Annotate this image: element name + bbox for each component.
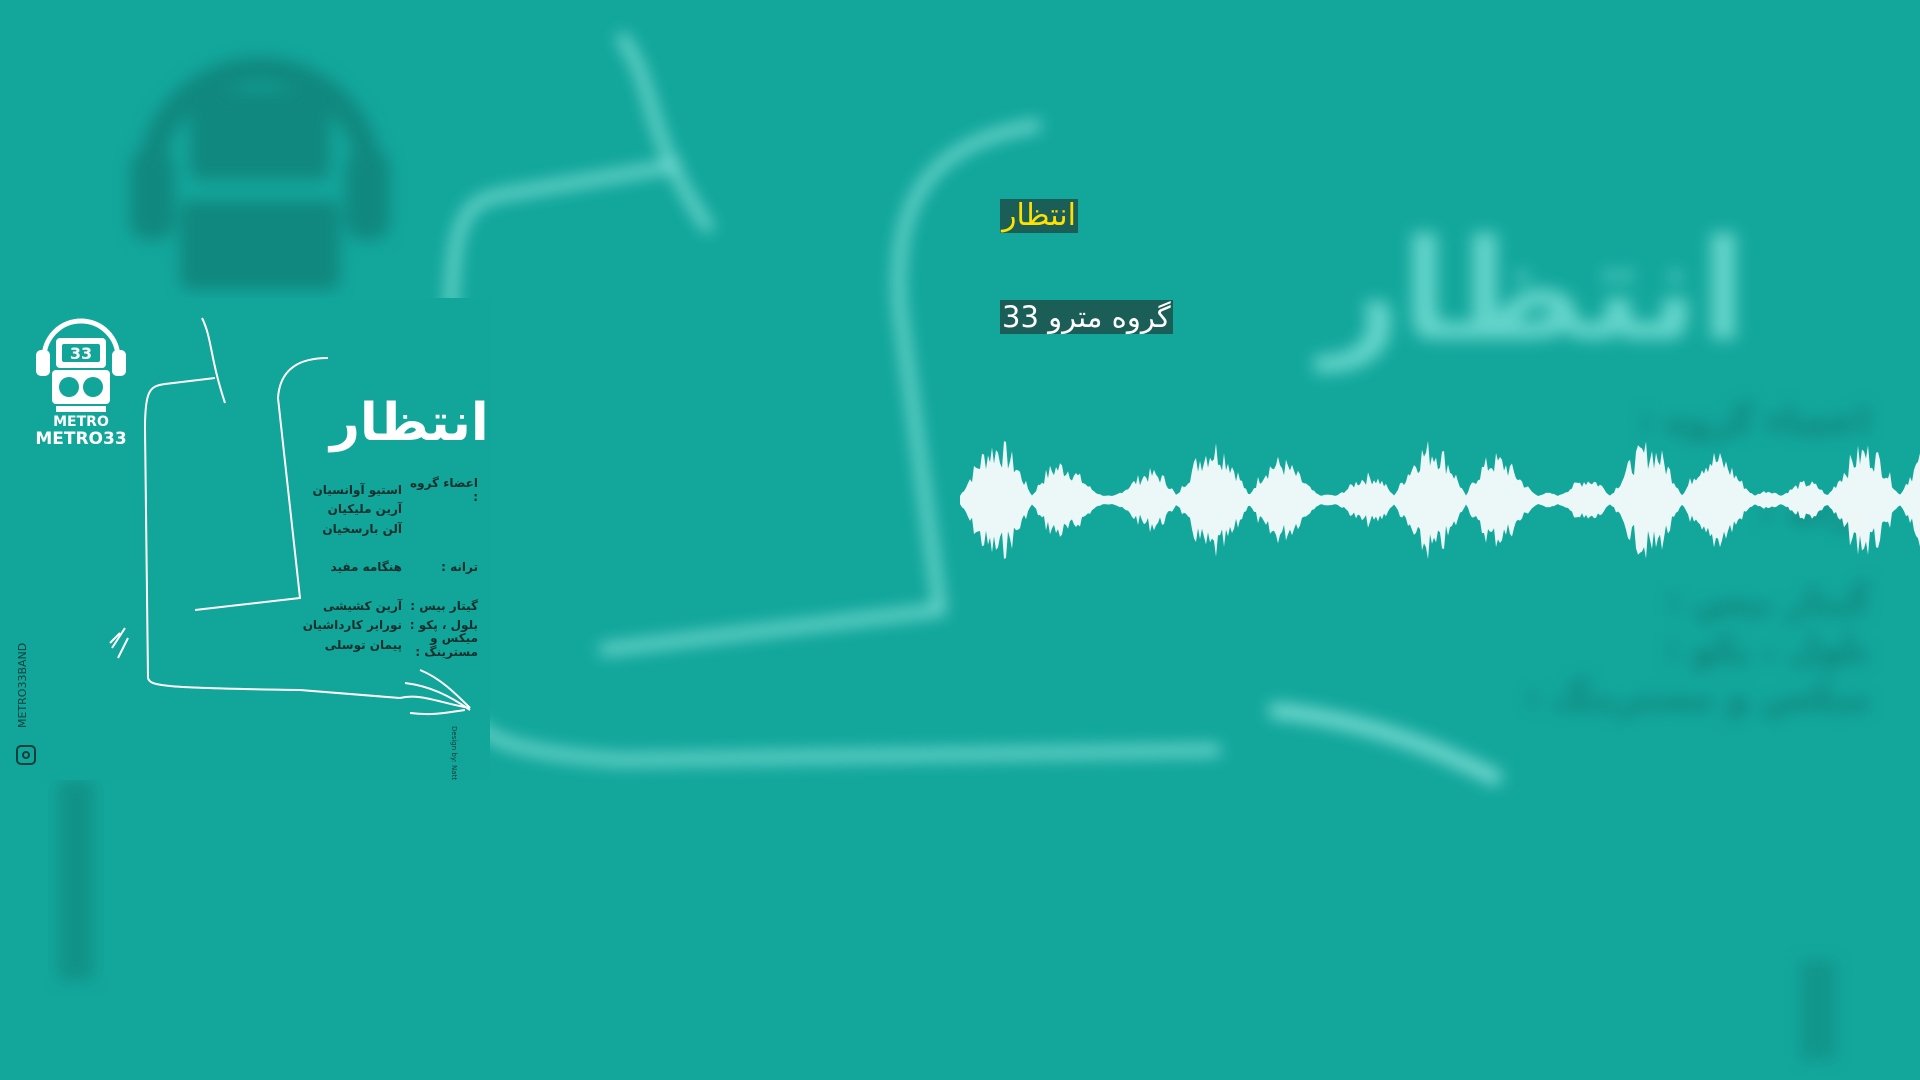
background-side-text — [58, 780, 94, 980]
credit-row: اعضاء گروه : استیو آوانسیان — [278, 476, 478, 504]
metro33-logo-icon: 33 METRO METRO33 — [35, 318, 127, 448]
credit-name: آلن بارسخیان — [322, 521, 402, 536]
cover-sketch-lines — [109, 317, 471, 716]
audio-waveform — [960, 440, 1920, 560]
credit-name: هنگامه مفید — [330, 560, 402, 575]
album-cover: 33 METRO METRO33 انتظار اعضاء گروه : است… — [0, 298, 490, 780]
credit-row: بلول ، پکو : نورایر کارداشیان — [278, 616, 478, 636]
design-credit: Design by: Nattie — [450, 726, 458, 780]
credit-row: ترانه : هنگامه مفید — [278, 558, 478, 578]
track-title: انتظار — [1000, 198, 1078, 233]
credit-row: آلن بارسخیان — [278, 519, 478, 539]
background-credits: اعضاء گروه : ترانه : گیتار بیس : بلول ، … — [1525, 401, 1870, 718]
instagram-icon — [16, 745, 36, 765]
credit-role: میکس و مسترینگ : — [415, 630, 478, 659]
waveform-path — [960, 440, 1920, 560]
credit-role: گیتار بیس : — [410, 598, 478, 613]
credit-row: آرین ملیکیان — [278, 500, 478, 520]
credit-role: ترانه : — [441, 560, 478, 575]
logo-text-top: METRO — [53, 414, 109, 430]
background-design-credit — [1800, 960, 1836, 1060]
logo-badge: 33 — [70, 344, 92, 363]
background-title: انتظار — [1320, 210, 1748, 373]
credit-role: بلول ، پکو : — [409, 618, 478, 633]
cover-credits: اعضاء گروه : استیو آوانسیان آرین ملیکیان… — [278, 476, 478, 659]
credit-name: آرین ملیکیان — [327, 502, 402, 517]
credit-name: پیمان توسلی — [324, 637, 402, 652]
track-artist: گروه مترو 33 — [1000, 300, 1173, 334]
credit-name: استیو آوانسیان — [312, 482, 402, 497]
background-logo-icon — [130, 57, 390, 290]
logo-text-bottom: METRO33 — [35, 429, 126, 448]
cover-title: انتظار — [330, 393, 490, 453]
credit-role: اعضاء گروه : — [410, 475, 478, 504]
credit-name: نورایر کارداشیان — [302, 618, 402, 633]
credit-row: گیتار بیس : آرین کشیشی — [278, 596, 478, 616]
credit-row: میکس و مسترینگ : پیمان توسلی — [278, 631, 478, 659]
credit-name: آرین کشیشی — [323, 598, 402, 613]
